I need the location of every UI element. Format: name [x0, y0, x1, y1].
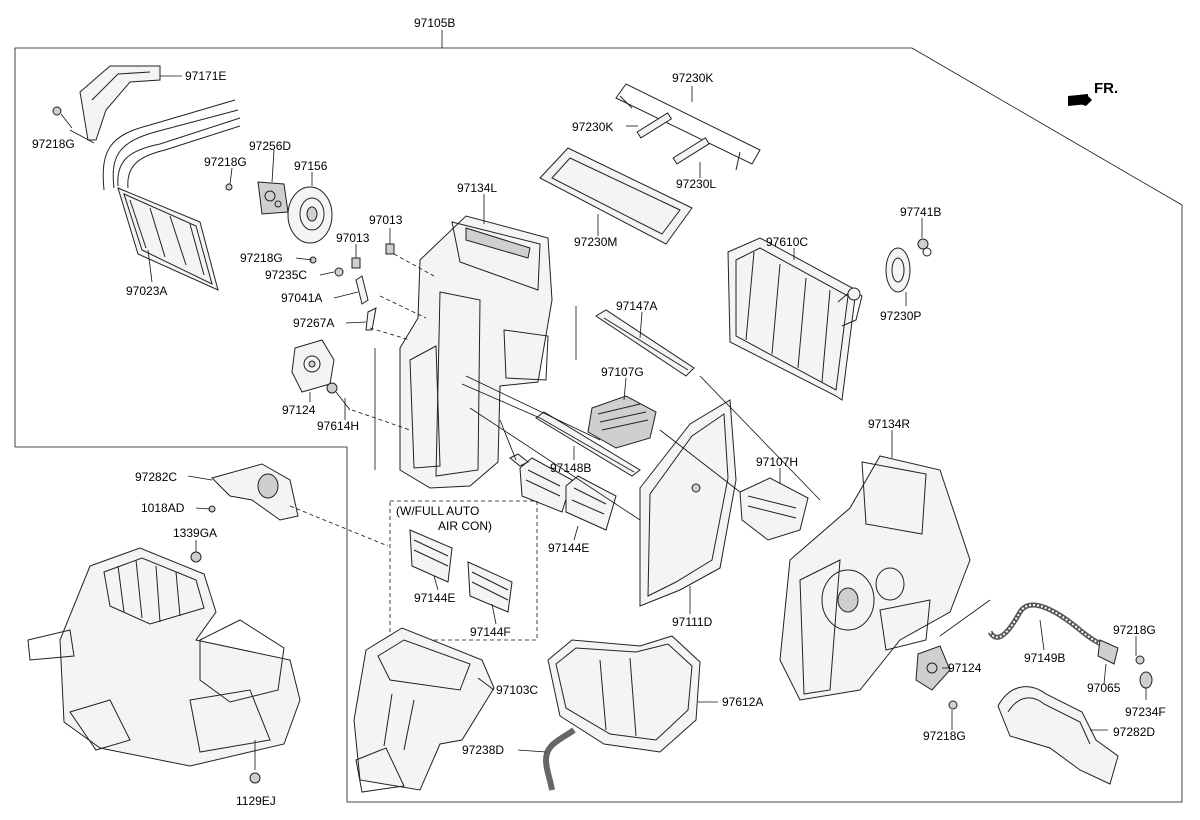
label-97610C: 97610C — [766, 235, 808, 249]
actuator-97256D — [257, 181, 289, 215]
rod-icon — [365, 307, 377, 331]
case-left-97134L — [399, 215, 553, 489]
label-97013-b: 97013 — [369, 213, 403, 227]
drain-hose-97238D — [542, 727, 576, 791]
label-97111D: 97111D — [672, 615, 713, 629]
label-97282D: 97282D — [1113, 725, 1155, 739]
clip-97741B — [917, 238, 932, 257]
assembly-label: 97105B — [414, 16, 455, 30]
door-97107H — [739, 477, 809, 541]
label-97614H: 97614H — [317, 419, 359, 433]
label-97144E-b: 97144E — [414, 591, 455, 605]
door-97144F-auto — [467, 561, 513, 613]
nut-icon — [334, 267, 344, 277]
label-1018AD: 1018AD — [141, 501, 185, 515]
label-97230K-b: 97230K — [572, 120, 613, 134]
clip-icon — [351, 257, 361, 269]
label-97041A: 97041A — [281, 291, 322, 305]
label-97230P: 97230P — [880, 309, 921, 323]
option-box-line1: (W/FULL AUTO — [396, 504, 479, 518]
label-97144F: 97144F — [470, 625, 511, 639]
case-center-97111D — [639, 399, 737, 607]
actuator-97124-right — [915, 645, 951, 691]
link-lever-icon — [355, 275, 369, 305]
screw-icon — [948, 700, 958, 710]
label-1129EJ: 1129EJ — [236, 794, 276, 808]
screw-icon — [52, 106, 73, 129]
filter-strip-97230L — [672, 137, 710, 165]
label-97124-a: 97124 — [282, 403, 316, 417]
label-97171E: 97171E — [185, 69, 226, 83]
label-97013-a: 97013 — [336, 231, 370, 245]
seal-ring-97230P — [885, 247, 911, 293]
label-97218G-e: 97218G — [923, 729, 966, 743]
filter-strip-97230K — [636, 112, 673, 139]
label-97741B: 97741B — [900, 205, 941, 219]
door-97144E — [519, 457, 617, 531]
pipe-bracket — [79, 65, 161, 141]
clip-97234F — [1139, 671, 1153, 689]
label-97156: 97156 — [294, 159, 328, 173]
label-97267A: 97267A — [293, 316, 334, 330]
label-97230M: 97230M — [574, 235, 617, 249]
label-97256D: 97256D — [249, 139, 291, 153]
label-97238D: 97238D — [462, 743, 504, 757]
door-97144E-auto — [409, 529, 453, 583]
label-97218G-c: 97218G — [240, 251, 283, 265]
label-97107H: 97107H — [756, 455, 798, 469]
label-97103C: 97103C — [496, 683, 538, 697]
label-97148B: 97148B — [550, 461, 591, 475]
option-box — [389, 500, 538, 641]
motor-97156 — [287, 186, 333, 244]
option-box-line2: AIR CON) — [438, 519, 492, 533]
clip-icon — [385, 243, 395, 255]
label-97612A: 97612A — [722, 695, 763, 709]
front-arrow-icon — [1068, 94, 1092, 106]
case-right-97134R — [779, 455, 971, 701]
label-97134R: 97134R — [868, 417, 910, 431]
front-indicator: FR. — [1094, 80, 1118, 97]
nut-icon — [190, 551, 202, 563]
sensor-97065 — [1097, 639, 1119, 665]
label-97023A: 97023A — [126, 284, 167, 298]
evaporator-97610C — [727, 237, 863, 401]
screw-icon — [1135, 655, 1145, 665]
label-97218G-a: 97218G — [32, 137, 75, 151]
label-1339GA: 1339GA — [173, 526, 217, 540]
label-97218G-b: 97218G — [204, 155, 247, 169]
duct-97282D — [997, 686, 1119, 785]
heater-unit-assembly — [27, 547, 301, 767]
label-97234F: 97234F — [1125, 705, 1166, 719]
door-97107G — [587, 395, 657, 449]
label-97149B: 97149B — [1024, 651, 1065, 665]
label-97235C: 97235C — [265, 268, 307, 282]
heater-core — [102, 99, 241, 291]
leader-lines — [69, 75, 1147, 753]
case-lower-97612A — [547, 635, 701, 753]
label-97134L: 97134L — [457, 181, 497, 195]
label-97230L: 97230L — [676, 177, 716, 191]
screw-icon — [249, 740, 261, 784]
label-97230K-a: 97230K — [672, 71, 713, 85]
label-97147A: 97147A — [616, 299, 657, 313]
label-97282C: 97282C — [135, 470, 177, 484]
label-97218G-d: 97218G — [1113, 623, 1156, 637]
filter-frame-97230M — [539, 147, 693, 245]
wiring-harness-97149B — [987, 602, 1111, 651]
label-97107G: 97107G — [601, 365, 644, 379]
assembly-outline — [14, 47, 1183, 803]
label-97124-b: 97124 — [948, 661, 982, 675]
duct-97282C — [211, 463, 299, 521]
screw-icon — [225, 183, 233, 191]
label-97065: 97065 — [1087, 681, 1121, 695]
duct-97103C — [353, 627, 495, 793]
screw-icon — [326, 382, 351, 411]
label-97144E-a: 97144E — [548, 541, 589, 555]
actuator-97124-left — [291, 339, 335, 393]
